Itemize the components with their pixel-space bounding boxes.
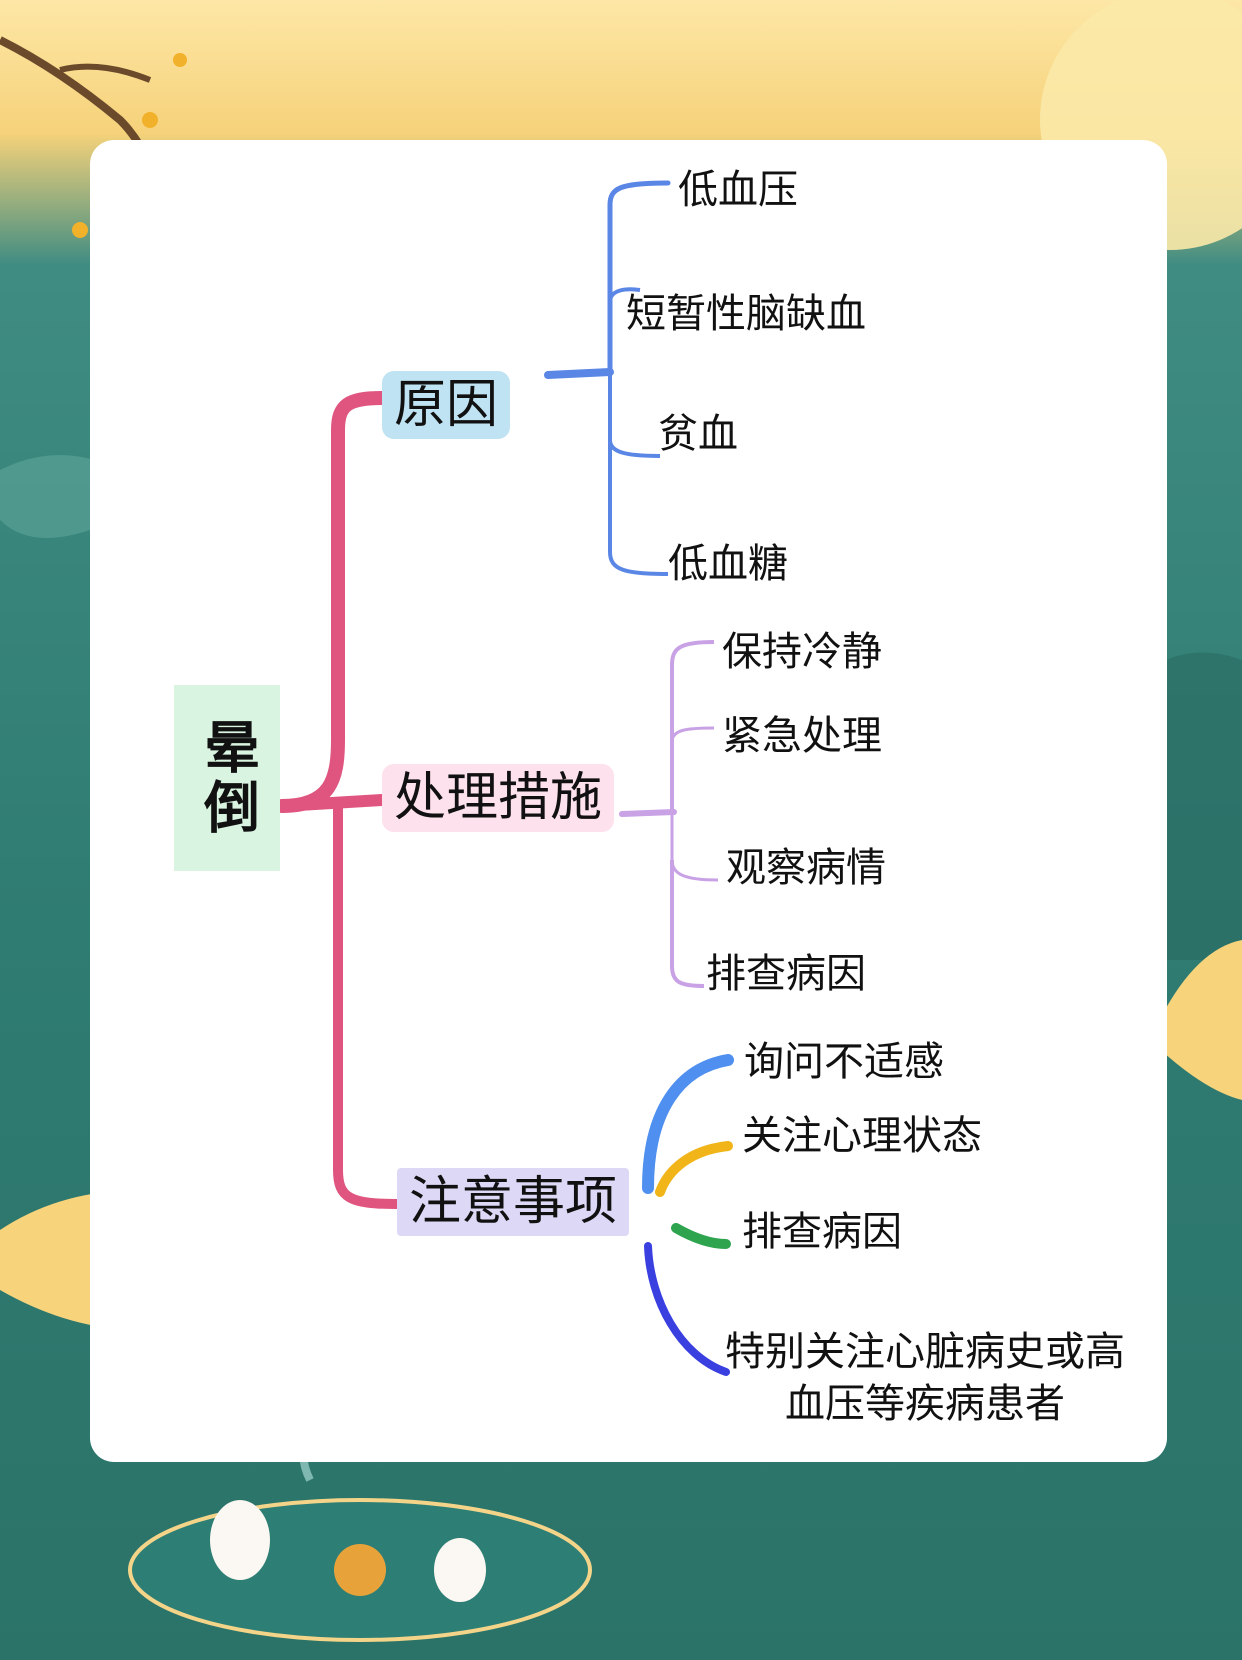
branch-cause: 原因 [382,371,511,439]
flower-icon [173,53,187,67]
leaf-treat-2: 紧急处理 [722,713,882,759]
leaf-cause-2: 短暂性脑缺血 [626,291,866,337]
leaf-cause-1: 低血压 [678,167,798,213]
cause-line-1 [607,180,671,375]
leaf-note-4-line-2: 血压等疾病患者 [785,1381,1065,1427]
branch-treatment: 处理措施 [382,764,615,832]
cause-line-3 [608,372,661,458]
treat-line-3 [670,812,719,882]
leaf-note-4: 特别关注心脏病史或高 血压等疾病患者 [704,1326,1146,1430]
leaf-note-2: 关注心理状态 [742,1113,982,1159]
treat-line-4 [670,860,705,988]
note-line-3 [671,1223,731,1249]
leaf-treat-1: 保持冷静 [722,629,882,675]
flower-icon [142,112,158,128]
leaf-treat-3: 观察病情 [726,845,886,891]
rabbit-icon-2 [434,1538,486,1602]
leaf-note-1: 询问不适感 [744,1039,944,1085]
cause-line-4 [608,440,669,576]
trunk-line-down [333,801,402,1209]
root-node: 晕倒 [174,685,280,871]
mooncake-icon [334,1544,386,1596]
branch-notes: 注意事项 [397,1168,630,1236]
trunk-line-mid [276,794,388,812]
treat-line-2 [670,726,715,741]
treat-line-1 [670,640,715,812]
leaf-treat-4: 排查病因 [706,951,866,997]
rabbit-icon [210,1500,270,1580]
cause-line-stem [544,368,614,379]
leaf-cause-3: 贫血 [658,411,738,457]
trunk-line [275,391,389,813]
cause-line-2 [608,287,641,301]
note-line-4 [644,1242,730,1376]
note-line-1 [642,1054,734,1194]
branch-shape-2 [59,63,152,83]
leaf-note-4-line-1: 特别关注心脏病史或高 [725,1329,1125,1375]
leaf-note-3: 排查病因 [742,1209,902,1255]
flower-icon [72,222,88,238]
leaf-cause-4: 低血糖 [668,541,788,587]
gold-wave-right [1150,940,1242,1100]
note-line-2 [655,1141,733,1197]
treat-line-stem [619,809,677,817]
root-label: 晕倒 [194,718,260,838]
